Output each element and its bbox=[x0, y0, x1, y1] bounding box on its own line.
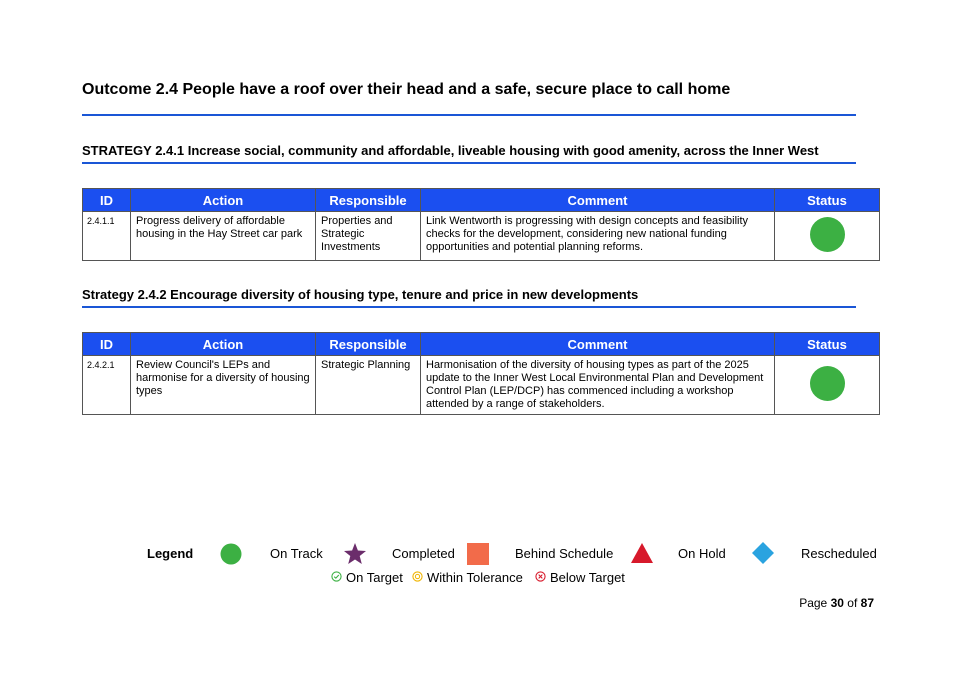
page-of: of bbox=[847, 596, 858, 610]
table-row: 2.4.2.1 Review Council's LEPs and harmon… bbox=[82, 355, 880, 415]
outcome-divider bbox=[82, 114, 856, 116]
row-status bbox=[774, 355, 880, 415]
col-header-status: Status bbox=[774, 188, 880, 212]
green-circle-icon bbox=[220, 543, 242, 565]
page-total: 87 bbox=[860, 596, 874, 610]
blue-diamond-icon bbox=[752, 542, 774, 564]
red-triangle-icon bbox=[631, 543, 653, 563]
row-comment: Link Wentworth is progressing with desig… bbox=[420, 211, 775, 261]
outcome-title: Outcome 2.4 People have a roof over thei… bbox=[82, 81, 731, 98]
tolerance-circle-icon bbox=[412, 571, 423, 582]
row-id: 2.4.1.1 bbox=[82, 211, 131, 261]
legend-completed: Completed bbox=[392, 546, 455, 561]
row-action: Review Council's LEPs and harmonise for … bbox=[130, 355, 316, 415]
action-table: ID Action Responsible Comment Status 2.4… bbox=[82, 332, 880, 415]
row-responsible: Properties and Strategic Investments bbox=[315, 211, 421, 261]
page-number: Page 30 of 87 bbox=[799, 596, 874, 610]
legend-on-target: On Target bbox=[346, 570, 403, 585]
col-header-action: Action bbox=[130, 188, 316, 212]
table-row: 2.4.1.1 Progress delivery of affordable … bbox=[82, 211, 880, 261]
col-header-comment: Comment bbox=[420, 332, 775, 356]
x-circle-icon bbox=[535, 571, 546, 582]
legend-on-hold: On Hold bbox=[678, 546, 726, 561]
col-header-status: Status bbox=[774, 332, 880, 356]
col-header-responsible: Responsible bbox=[315, 332, 421, 356]
row-status bbox=[774, 211, 880, 261]
legend-rescheduled: Rescheduled bbox=[801, 546, 877, 561]
row-action: Progress delivery of affordable housing … bbox=[130, 211, 316, 261]
legend-within-tolerance: Within Tolerance bbox=[427, 570, 523, 585]
col-header-comment: Comment bbox=[420, 188, 775, 212]
legend-on-track: On Track bbox=[270, 546, 323, 561]
row-id: 2.4.2.1 bbox=[82, 355, 131, 415]
strategy-title: Strategy 2.4.2 Encourage diversity of ho… bbox=[82, 287, 639, 302]
legend-below-target: Below Target bbox=[550, 570, 625, 585]
table-header-row: ID Action Responsible Comment Status bbox=[82, 332, 880, 356]
check-circle-icon bbox=[331, 571, 342, 582]
col-header-action: Action bbox=[130, 332, 316, 356]
col-header-id: ID bbox=[82, 188, 131, 212]
row-responsible: Strategic Planning bbox=[315, 355, 421, 415]
purple-star-icon bbox=[344, 543, 366, 564]
on-track-status-icon bbox=[809, 365, 845, 401]
page-prefix: Page bbox=[799, 596, 828, 610]
row-comment: Harmonisation of the diversity of housin… bbox=[420, 355, 775, 415]
on-track-status-icon bbox=[809, 216, 845, 252]
legend-label: Legend bbox=[147, 546, 194, 561]
orange-square-icon bbox=[467, 543, 489, 565]
table-header-row: ID Action Responsible Comment Status bbox=[82, 188, 880, 212]
page-current: 30 bbox=[830, 596, 844, 610]
strategy-divider bbox=[82, 306, 856, 308]
strategy-divider bbox=[82, 162, 856, 164]
col-header-responsible: Responsible bbox=[315, 188, 421, 212]
col-header-id: ID bbox=[82, 332, 131, 356]
action-table: ID Action Responsible Comment Status 2.4… bbox=[82, 188, 880, 261]
legend-behind-schedule: Behind Schedule bbox=[515, 546, 614, 561]
strategy-title: STRATEGY 2.4.1 Increase social, communit… bbox=[82, 143, 819, 158]
